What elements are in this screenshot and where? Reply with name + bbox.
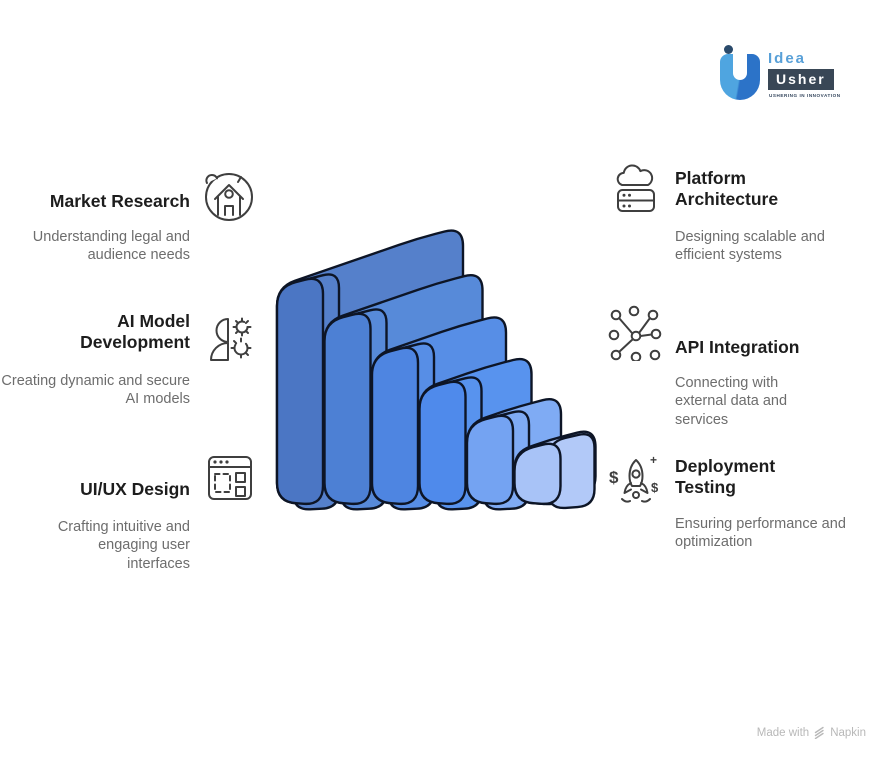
idea-usher-logo: Idea Usher USHERING IN INNOVATION [716,44,846,104]
item-title-uiux-design: UI/UX Design [80,479,190,499]
logo-tagline: USHERING IN INNOVATION [769,93,841,98]
step-6-face [513,442,562,506]
step-3-face [370,346,420,506]
rocket-dollars-icon: $ $ + [609,453,659,503]
step-1-face [275,277,325,506]
logo-dot [724,45,733,54]
item-title-api-integration: API Integration [675,337,800,357]
house-globe-icon [205,173,253,221]
step-2-face [323,312,372,506]
cloud-server-icon [616,164,655,212]
item-desc-platform-architecture: Designing scalable and efficient systems [675,229,825,264]
attribution-brand: Napkin [830,726,866,739]
napkin-icon [814,726,824,739]
step-5-face [465,414,515,506]
svg-text:$: $ [609,468,619,487]
item-title-platform-architecture: Platform Architecture [675,168,779,210]
browser-wireframe-icon [208,456,252,500]
item-desc-api-integration: Connecting with external data and servic… [675,375,788,428]
attribution-text: Made with [756,726,810,739]
item-desc-ai-model: Creating dynamic and secure AI models [1,373,190,408]
network-nodes-icon [608,305,662,361]
logo-brand-idea: Idea [768,50,807,67]
item-title-market-research: Market Research [49,191,190,211]
item-desc-uiux-design: Crafting intuitive and engaging user int… [57,519,190,572]
attribution: Made with Napkin [757,726,866,739]
svg-text:$: $ [651,480,659,495]
item-desc-deployment-testing: Ensuring performance and optimization [675,516,846,551]
item-title-deployment-testing: Deployment Testing [675,456,776,498]
item-title-ai-model: AI Model Development [80,311,190,353]
svg-text:+: + [650,453,657,467]
logo-u-notch [733,54,747,80]
logo-brand-usher: Usher [768,69,834,90]
step-4-face [418,380,467,506]
person-gears-icon [210,317,252,361]
item-desc-market-research: Understanding legal and audience needs [32,229,190,264]
